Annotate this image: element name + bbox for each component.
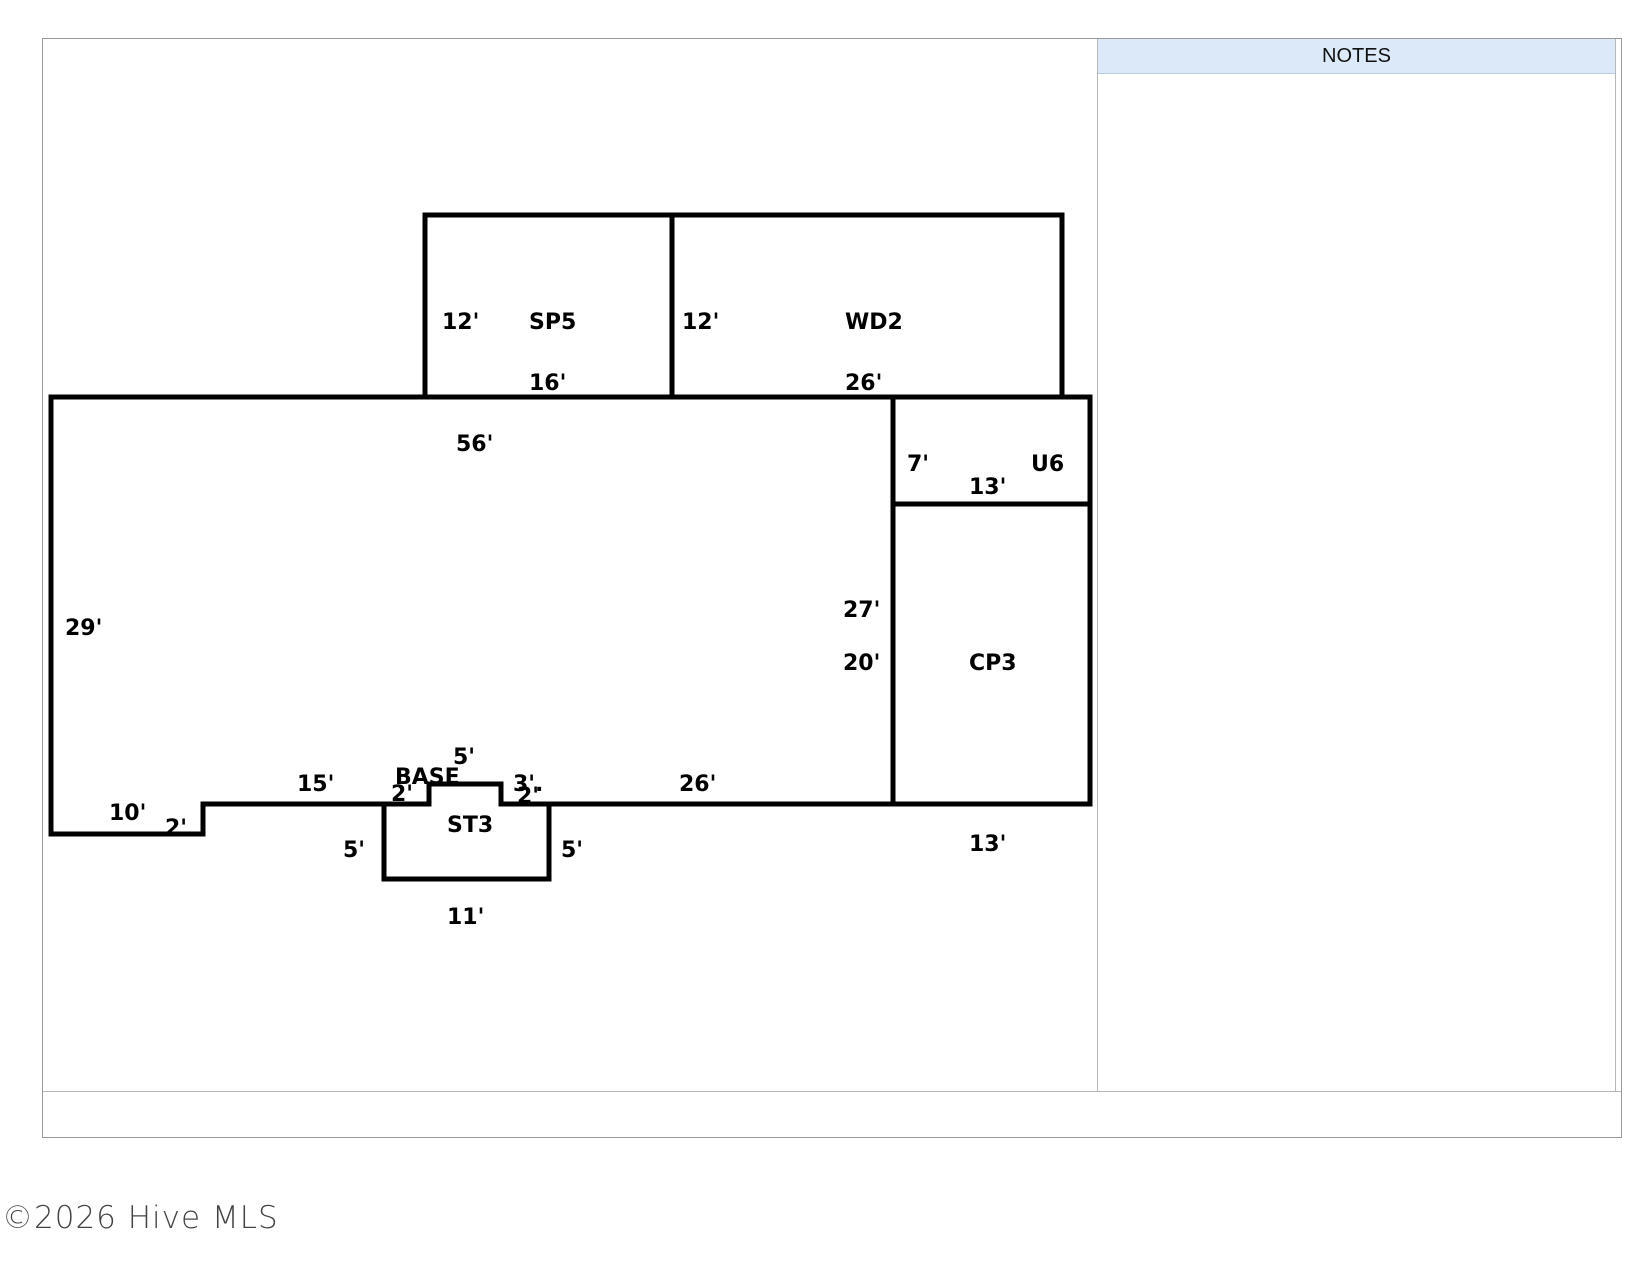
dim-notch-3: 3'. <box>513 772 543 797</box>
area-label-wd2: WD2 <box>845 310 903 335</box>
dim-wd2-bottom: 26' <box>845 371 882 396</box>
dim-sp5-side: 12' <box>442 310 479 335</box>
dim-sp5-bottom: 16' <box>529 371 566 396</box>
dim-step-10: 10' <box>109 801 146 826</box>
area-label-u6: U6 <box>1031 452 1064 477</box>
floor-plan-area: SP5 WD2 U6 CP3 BASE ST3 12' 16' 12' 26' … <box>43 39 1098 1091</box>
base-outline <box>48 394 896 837</box>
sketch-frame: SP5 WD2 U6 CP3 BASE ST3 12' 16' 12' 26' … <box>42 38 1622 1138</box>
floor-plan-sketch: SP5 WD2 U6 CP3 BASE ST3 12' 16' 12' 26' … <box>48 212 1093 930</box>
st3-outline <box>381 804 552 882</box>
area-label-base: BASE <box>395 765 460 790</box>
dim-st3-left: 5' <box>343 838 365 863</box>
area-label-cp3: CP3 <box>969 651 1017 676</box>
dim-base-top: 56' <box>456 432 493 457</box>
wd2-outline <box>669 212 1065 400</box>
copyright-text: ©2026 Hive MLS <box>2 1200 279 1236</box>
dim-st3-right: 5' <box>561 838 583 863</box>
area-label-st3: ST3 <box>447 813 493 838</box>
dim-st3-bottom: 11' <box>447 905 484 930</box>
notes-header: NOTES <box>1098 39 1615 74</box>
dim-notch-2-left: 2' <box>391 782 413 807</box>
dim-wd2-side: 12' <box>682 310 719 335</box>
dim-bottom-26: 26' <box>679 772 716 797</box>
dim-base-right-a: 27' <box>843 598 880 623</box>
dim-base-left: 29' <box>65 616 102 641</box>
dim-step-15: 15' <box>297 772 334 797</box>
dim-u6-bottom: 13' <box>969 475 1006 500</box>
dim-base-right-b: 20' <box>843 651 880 676</box>
dim-cp3-bottom: 13' <box>969 832 1006 857</box>
notes-panel: NOTES <box>1098 39 1616 1091</box>
dim-u6-side: 7' <box>907 452 929 477</box>
dim-notch-2-right: 2' <box>517 784 539 809</box>
dim-step-2: 2' <box>165 816 187 841</box>
sp5-outline <box>422 212 675 400</box>
area-label-sp5: SP5 <box>529 310 576 335</box>
dim-notch-5-top: 5' <box>453 745 475 770</box>
bottom-strip <box>43 1091 1621 1138</box>
